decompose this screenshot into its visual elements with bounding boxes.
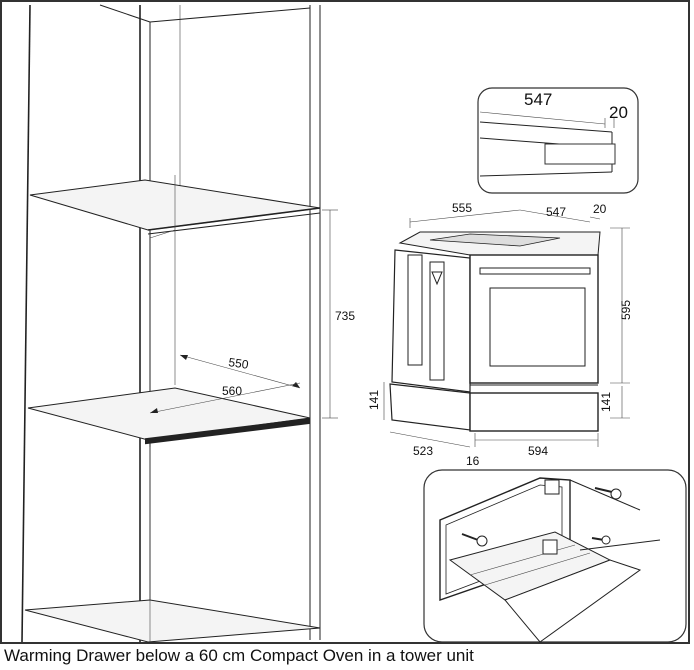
diagram-frame — [0, 0, 690, 644]
cabinet-height-label: 735 — [335, 309, 355, 323]
detail-width-label: 547 — [524, 90, 552, 109]
top-detail-panel — [477, 87, 639, 194]
detail-offset-label: 20 — [609, 103, 628, 122]
appliance-dimension-lines — [383, 209, 630, 448]
drawer-mounting-detail — [423, 469, 687, 643]
drawer-height-right-label: 141 — [599, 392, 613, 412]
appliance-width-label: 594 — [528, 444, 548, 458]
appliance-top-offset-label: 20 — [593, 202, 607, 216]
drawer-depth-label: 523 — [413, 444, 433, 458]
diagram-caption: Warming Drawer below a 60 cm Compact Ove… — [4, 646, 474, 665]
mounting-bracket-icon — [542, 479, 560, 555]
screw-icon — [591, 535, 611, 545]
screw-icon — [461, 533, 488, 547]
screw-icon — [594, 487, 622, 500]
oven-and-drawer — [389, 231, 601, 432]
appliance-top-depth-label: 555 — [452, 201, 472, 215]
drawer-height-left-label: 141 — [367, 390, 381, 410]
tower-cabinet — [21, 4, 321, 643]
installation-diagram: 735 550 560 547 20 — [21, 4, 687, 643]
appliance-top-width-label: 547 — [546, 205, 566, 219]
cabinet-outer-depth-label: 560 — [222, 384, 242, 398]
cabinet-dimension-lines — [149, 209, 338, 419]
oven-height-label: 595 — [619, 300, 633, 320]
cabinet-inner-depth-label: 550 — [228, 355, 250, 372]
front-gap-label: 16 — [466, 454, 480, 468]
